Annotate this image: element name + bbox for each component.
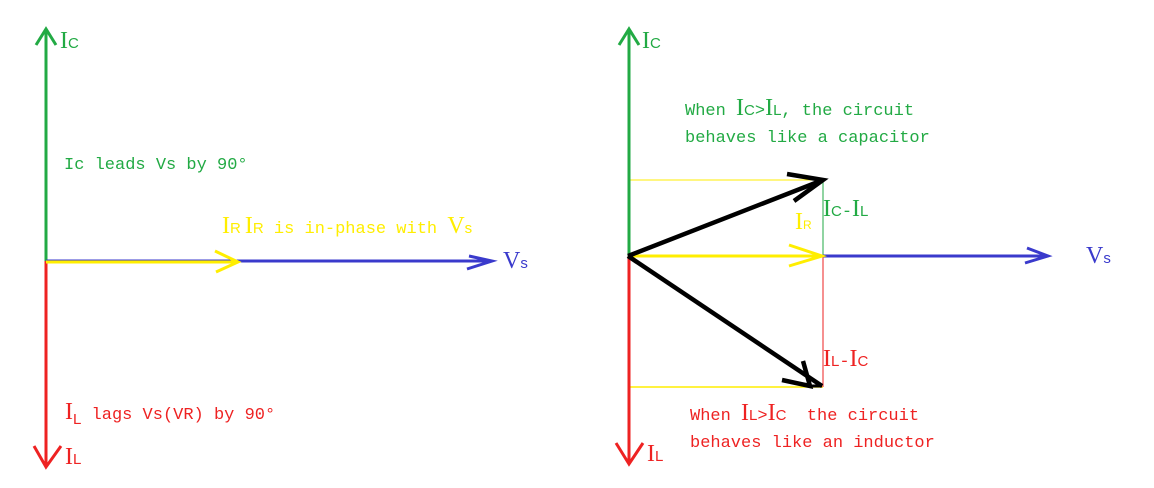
il-label: IL xyxy=(647,441,663,467)
right-phasor-diagram: IC IL Vs IR IC-IL IL-IC When IC>IL, the … xyxy=(614,26,1111,467)
inductive-note-line2: behaves like an inductor xyxy=(690,434,935,453)
vs-arrowhead xyxy=(466,254,498,271)
ic-lead-note: Ic leads Vs by 90° xyxy=(64,156,248,175)
il-arrowhead xyxy=(32,445,63,470)
capacitive-resultant-phasor xyxy=(627,177,824,259)
ic-arrowhead xyxy=(34,26,58,46)
il-lag-note: IL lags Vs(VR) by 90° xyxy=(65,399,275,428)
ic-label: IC xyxy=(60,28,79,54)
ic-minus-il-label: IC-IL xyxy=(823,196,868,222)
il-minus-ic-label: IL-IC xyxy=(823,346,869,372)
il-label: IL xyxy=(65,444,81,470)
ir-label: IR xyxy=(795,209,812,235)
capacitive-resultant-arrowhead xyxy=(786,171,829,203)
capacitive-note-line1: When IC>IL, the circuit xyxy=(685,95,914,121)
vs-label: Vs xyxy=(1086,243,1111,269)
ic-arrowhead xyxy=(617,26,641,46)
ir-arrowhead xyxy=(788,243,827,268)
il-arrowhead xyxy=(614,442,645,467)
inductive-resultant-arrowhead xyxy=(781,360,814,389)
vs-arrowhead xyxy=(1024,246,1053,265)
capacitive-note-line2: behaves like a capacitor xyxy=(685,129,930,148)
ir-arrowhead xyxy=(214,249,242,274)
inductive-note-line1: When IL>IC the circuit xyxy=(690,400,919,426)
vs-label: Vs xyxy=(503,248,528,274)
ic-label: IC xyxy=(642,28,661,54)
inductive-resultant-phasor xyxy=(626,254,824,388)
